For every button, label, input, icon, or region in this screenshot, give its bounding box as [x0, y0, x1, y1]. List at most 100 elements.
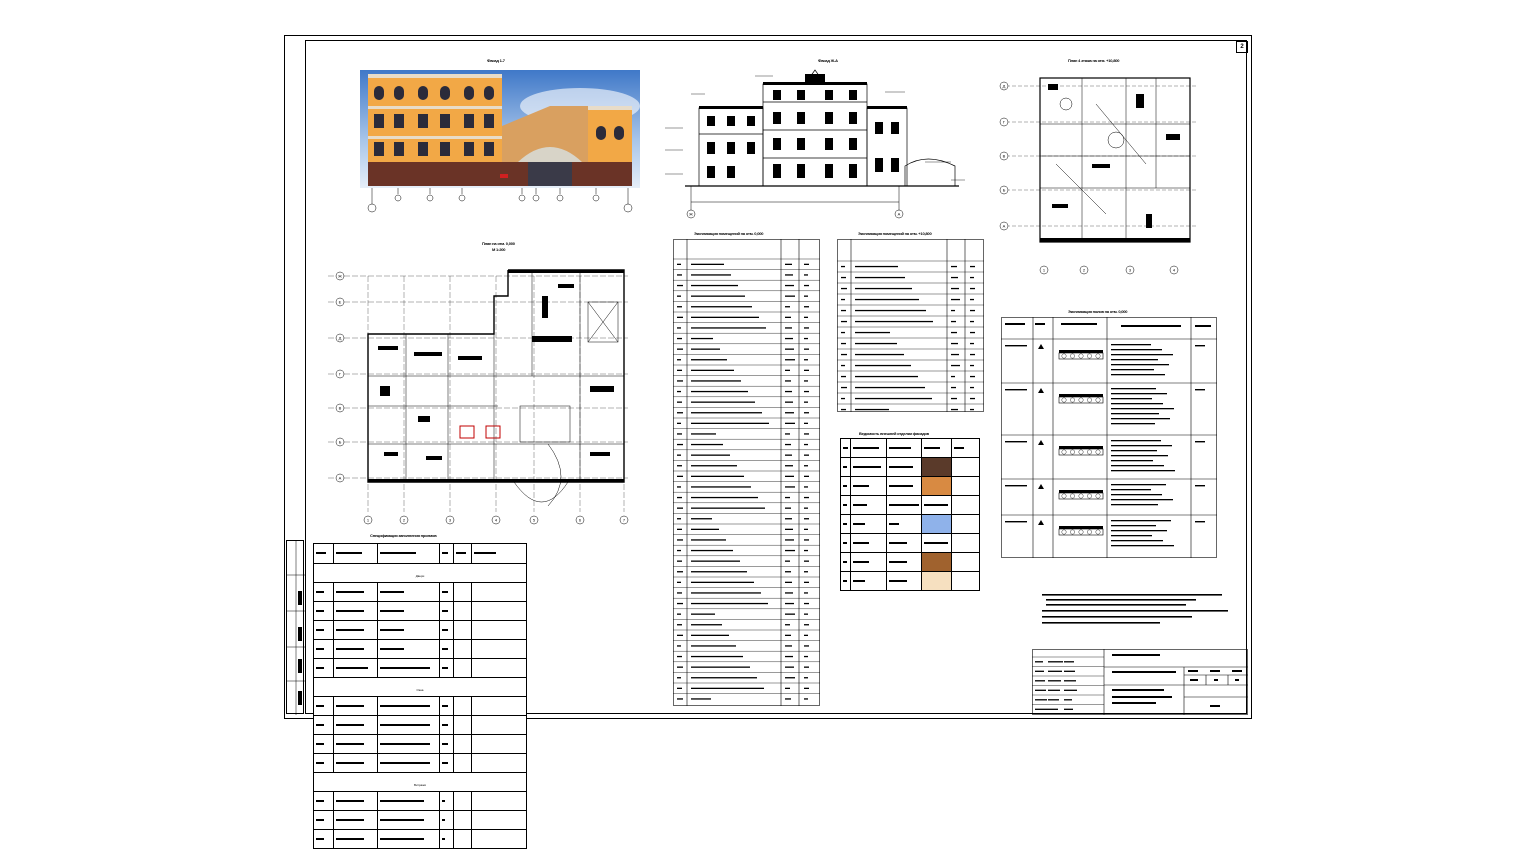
explication-2-cell-text — [970, 408, 974, 411]
floors-layer-text — [1111, 440, 1161, 442]
general-notes — [1042, 594, 1228, 624]
explication-2-cell-text — [841, 298, 845, 301]
explication-1-cell-text — [677, 581, 681, 583]
title-block-cell-text — [1035, 689, 1046, 691]
explication-1-cell-text — [677, 337, 682, 340]
plan-1-axis-3: 3 — [449, 518, 452, 523]
finish-swatch-5 — [921, 571, 952, 591]
explication-1-cell-text — [677, 698, 683, 700]
explication-1-cell-text — [677, 496, 682, 499]
floors-section-void — [1095, 529, 1101, 535]
floors-section-void — [1087, 449, 1092, 455]
explication-1-cell-text — [691, 263, 724, 265]
finish-swatch-1 — [921, 457, 952, 477]
explication-2-cell-text — [855, 287, 912, 290]
title-block-cell-text — [1064, 708, 1073, 710]
title-block-cell-text — [1064, 661, 1074, 663]
explication-1-cell-text — [785, 359, 795, 361]
plan-1-axis-v: В — [339, 406, 342, 411]
explication-2-cell-text — [951, 320, 956, 323]
explication-2-cell-text — [951, 386, 956, 389]
facade-zh-a-drawing: Ж А — [665, 69, 965, 219]
explication-1-cell-text — [677, 549, 681, 552]
finish-table — [840, 438, 980, 591]
plan-1-drawing: Ж Е Д Г В Б А 1 2 3 4 5 6 7 — [328, 269, 629, 525]
explication-2-cell-text — [951, 265, 957, 268]
facade-zh-a-axis-left: Ж — [689, 212, 693, 217]
title-block-cell-text — [1064, 689, 1077, 691]
floors-area — [1195, 345, 1205, 347]
explication-1-cell-text — [677, 645, 681, 647]
explication-1-cell-text — [785, 295, 795, 297]
floors-section-void — [1087, 529, 1092, 535]
plan-1-axis-d: Д — [339, 336, 342, 341]
explication-1-cell-text — [785, 263, 792, 265]
explication-2-cell-text — [855, 331, 890, 334]
plan-4-axis-d: Д — [1003, 84, 1006, 89]
explication-1-cell-text — [677, 380, 683, 382]
explication-1-cell-text — [785, 571, 791, 573]
explication-1-cell-text — [785, 645, 792, 647]
explication-1-cell-text — [804, 422, 808, 424]
floors-layer-text — [1111, 450, 1157, 452]
explication-1-cell-text — [785, 496, 790, 499]
explication-1-cell-text — [804, 507, 808, 509]
explication-1-cell-text — [785, 454, 792, 456]
explication-1-cell-text — [804, 634, 808, 636]
explication-1-cell-text — [785, 539, 794, 541]
explication-1-cell-text — [691, 401, 755, 403]
floors-layer-text — [1111, 423, 1155, 425]
plan-4-axis-g: Г — [1003, 120, 1006, 125]
explication-1-cell-text — [804, 295, 808, 297]
explication-2-cell-text — [970, 353, 975, 356]
explication-2-cell-text — [951, 375, 955, 378]
explication-2-cell-text — [951, 353, 959, 356]
explication-1-cell-text — [691, 677, 757, 679]
floors-layer-text — [1111, 455, 1168, 457]
explication-1-cell-text — [804, 390, 809, 393]
floors-section-void — [1078, 493, 1084, 499]
explication-2-cell-text — [970, 364, 974, 367]
sheet-number: 2 — [1236, 41, 1248, 53]
explication-1-cell-text — [804, 613, 808, 615]
explication-1-cell-text — [677, 274, 682, 276]
finish-swatch-4 — [921, 552, 952, 572]
floors-layer-text — [1111, 445, 1172, 447]
explication-1-cell-text — [691, 412, 762, 414]
plan-1-axis-4: 4 — [495, 518, 498, 523]
explication-1-cell-text — [677, 433, 682, 435]
explication-1-cell-text — [785, 666, 794, 668]
explication-2-cell-text — [970, 342, 974, 345]
explication-1-cell-text — [691, 465, 737, 467]
plan-1-axis-zh: Ж — [338, 274, 342, 279]
floors-section-void — [1070, 493, 1075, 499]
floors-section-finish — [1059, 350, 1103, 353]
plan-1-axis-1: 1 — [367, 518, 370, 523]
explication-1-cell-text — [677, 613, 681, 615]
floors-section-void — [1087, 397, 1092, 403]
floors-section-void — [1078, 397, 1084, 403]
explication-1-cell-text — [691, 549, 733, 552]
explication-2-cell-text — [855, 276, 905, 279]
explication-2-cell-text — [841, 309, 846, 312]
floors-section-void — [1070, 353, 1075, 359]
explication-1-cell-text — [804, 528, 808, 530]
explication-1-cell-text — [677, 422, 681, 424]
explication-1-cell-text — [785, 549, 795, 552]
plan-4-axis-4: 4 — [1173, 268, 1176, 273]
explication-2-cell-text — [951, 309, 955, 312]
explication-1-cell-text — [677, 306, 682, 308]
floors-section-void — [1078, 353, 1084, 359]
explication-1-cell-text — [804, 581, 809, 583]
floors-section-finish — [1059, 446, 1103, 449]
explication-1-cell-text — [677, 486, 681, 488]
floors-layer-text — [1111, 530, 1167, 532]
finish-swatch-2 — [921, 476, 952, 496]
plan-1-axis-e: Е — [339, 300, 342, 305]
explication-1-cell-text — [804, 624, 809, 626]
explication-1-cell-text — [804, 666, 809, 668]
explication-1-cell-text — [691, 337, 713, 340]
explication-1-cell-text — [691, 390, 748, 393]
floors-area — [1195, 485, 1205, 487]
explication-1-cell-text — [691, 539, 726, 541]
